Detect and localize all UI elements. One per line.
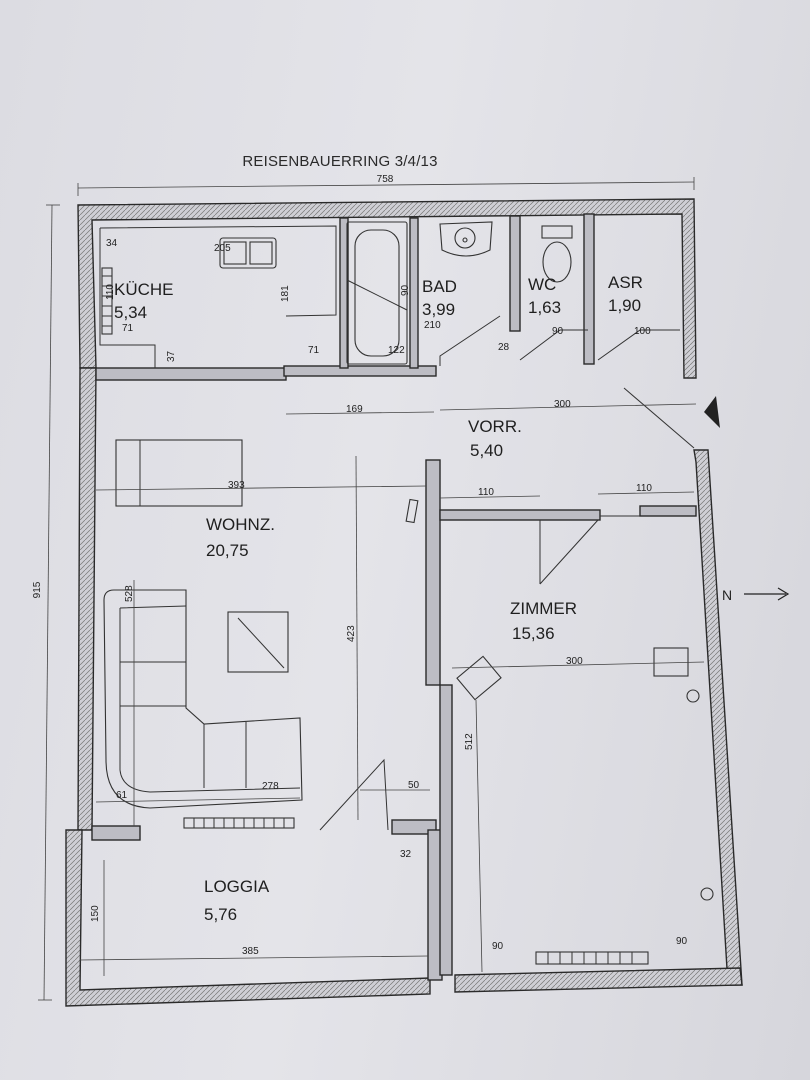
- dim-label: 28: [498, 342, 510, 353]
- dim-label: 61: [116, 790, 128, 801]
- dining-table: [115, 439, 243, 507]
- dim-label: 300: [554, 399, 571, 410]
- room-asr: ASR 1,90: [608, 273, 643, 315]
- dim-label: 71: [122, 323, 134, 334]
- room-area: 5,34: [114, 303, 147, 322]
- room-name: VORR.: [468, 417, 522, 436]
- washbasin: [439, 221, 493, 257]
- toilet: [541, 225, 573, 283]
- dim-label: 169: [346, 404, 363, 415]
- room-name: WOHNZ.: [206, 515, 275, 534]
- plan-title: REISENBAUERRING 3/4/13: [242, 153, 437, 170]
- dim-label: 300: [566, 656, 583, 667]
- room-loggia: LOGGIA 5,76: [204, 877, 270, 924]
- dim-overall-width: 758: [377, 174, 394, 185]
- room-name: WC: [528, 275, 556, 294]
- dim-label: 385: [242, 946, 259, 957]
- kitchen-counter: [99, 225, 337, 368]
- dim-label: 90: [492, 941, 504, 952]
- dim-label: 90: [552, 326, 564, 337]
- dim-label: 278: [262, 781, 279, 792]
- outer-walls: [65, 198, 743, 1007]
- overall-dimension-left: 915: [32, 204, 60, 1001]
- sofa: [103, 589, 303, 809]
- coffee-table: [227, 611, 289, 673]
- dim-label: 100: [634, 326, 651, 337]
- room-vorr: VORR. 5,40: [468, 417, 522, 460]
- dim-label: 32: [400, 849, 412, 860]
- room-area: 20,75: [206, 541, 249, 560]
- interior-walls: [91, 213, 697, 981]
- room-kueche: KÜCHE 5,34: [114, 280, 174, 322]
- room-name: LOGGIA: [204, 877, 270, 896]
- room-area: 15,36: [512, 624, 555, 643]
- dim-label: 110: [105, 284, 116, 300]
- dim-label: 150: [90, 905, 101, 922]
- entrance-marker-icon: [704, 396, 720, 428]
- overall-dimension-top: 758: [77, 174, 695, 196]
- dim-label: 181: [280, 285, 291, 302]
- dim-label: 90: [400, 284, 411, 296]
- dim-label: 210: [424, 320, 441, 331]
- room-area: 5,76: [204, 905, 237, 924]
- dim-label: 71: [308, 345, 320, 356]
- room-area: 3,99: [422, 300, 455, 319]
- dim-label: 50: [408, 780, 420, 791]
- dim-label: 34: [106, 238, 118, 249]
- room-zimmer: ZIMMER 15,36: [510, 599, 577, 643]
- room-name: BAD: [422, 277, 457, 296]
- room-dimension-lines: [79, 403, 705, 976]
- room-area: 1,90: [608, 296, 641, 315]
- room-name: KÜCHE: [114, 280, 174, 299]
- room-wohnz: WOHNZ. 20,75: [206, 515, 275, 560]
- dim-label: 110: [636, 483, 652, 494]
- dim-label: 122: [388, 345, 405, 356]
- radiator-living: [183, 817, 295, 829]
- dim-label: 393: [228, 480, 245, 491]
- door-swings: [319, 315, 695, 831]
- room-bad: BAD 3,99: [422, 277, 457, 319]
- dim-label: 37: [166, 350, 177, 362]
- north-label: N: [722, 587, 732, 603]
- dim-label: 90: [676, 936, 688, 947]
- dim-label: 528: [124, 585, 135, 602]
- north-arrow-icon: N: [722, 587, 790, 603]
- dim-label: 423: [346, 625, 357, 642]
- dim-label: 110: [478, 487, 494, 498]
- room-name: ZIMMER: [510, 599, 577, 618]
- dim-label: 205: [214, 243, 231, 254]
- dim-overall-height: 915: [32, 581, 43, 598]
- room-name: ASR: [608, 273, 643, 292]
- bathtub: [346, 221, 408, 365]
- dim-label: 512: [464, 733, 475, 750]
- dimension-labels: 34 205 110 181 71 37 90 210 71 122 28 90…: [90, 238, 688, 957]
- radiator-room: [535, 951, 649, 965]
- room-wc: WC 1,63: [528, 275, 561, 317]
- room-area: 5,40: [470, 441, 503, 460]
- room-area: 1,63: [528, 298, 561, 317]
